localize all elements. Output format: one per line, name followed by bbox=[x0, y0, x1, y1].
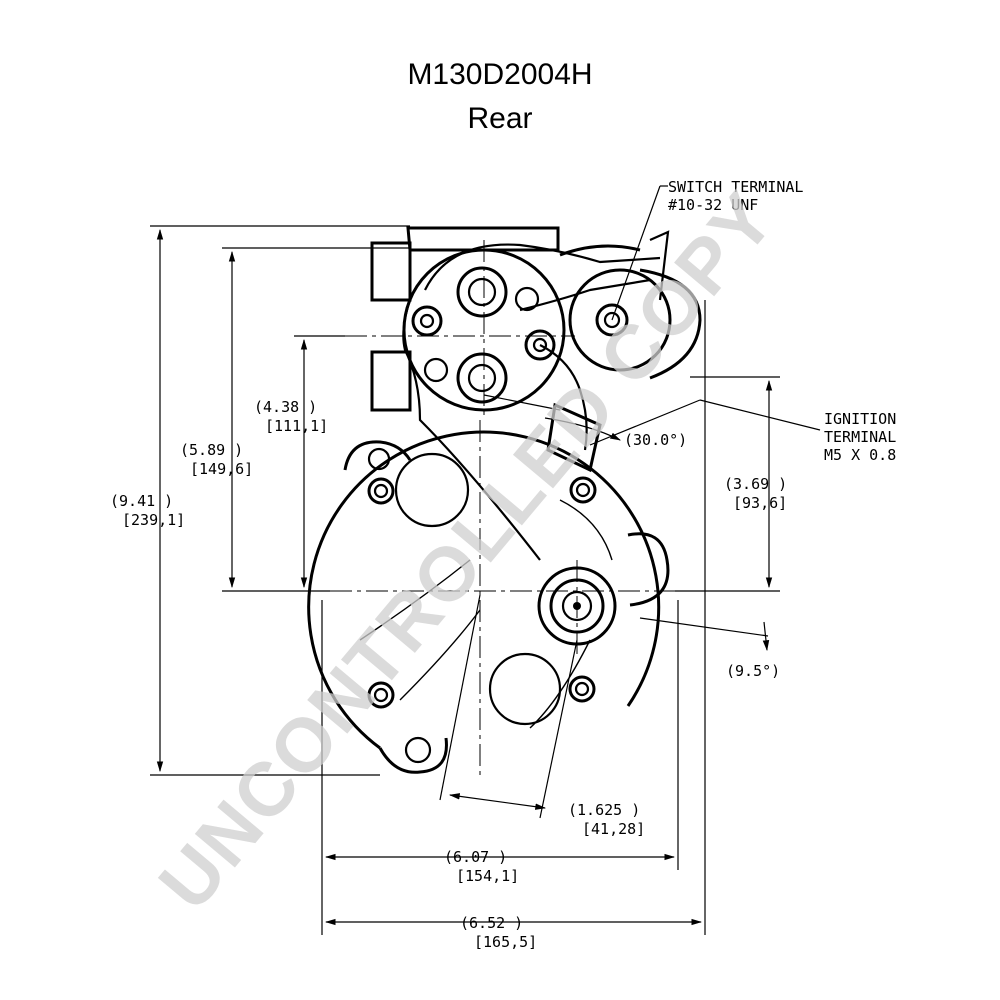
housing-bolt-4 bbox=[568, 675, 596, 703]
starter-housing bbox=[307, 430, 670, 774]
dim-369-mm: [93,6] bbox=[733, 494, 787, 512]
ignition-terminal-connector bbox=[546, 402, 602, 473]
switch-terminal-screw bbox=[595, 303, 629, 337]
solenoid-screw-left bbox=[411, 305, 443, 337]
dim-652-mm: [165,5] bbox=[474, 933, 537, 951]
solenoid-assembly bbox=[370, 226, 702, 561]
dim-angle-95: (9.5°) bbox=[726, 662, 780, 680]
center-lines bbox=[330, 240, 675, 780]
switch-terminal-label-1: SWITCH TERMINAL bbox=[668, 178, 803, 196]
dim-589-mm: [149,6] bbox=[190, 460, 253, 478]
housing-bolt-1 bbox=[367, 477, 395, 505]
dim-angle-30: (30.0°) bbox=[624, 431, 687, 449]
small-port-2 bbox=[423, 357, 449, 383]
small-port-1 bbox=[514, 286, 540, 312]
dim-589-in: (5.89 ) bbox=[180, 441, 243, 459]
dim-369-in: (3.69 ) bbox=[724, 475, 787, 493]
solenoid-stud-lower bbox=[456, 352, 508, 404]
ignition-terminal-label-1: IGNITION bbox=[824, 410, 896, 428]
upper-cavity bbox=[394, 452, 470, 528]
dim-607-mm: [154,1] bbox=[456, 867, 519, 885]
dim-1625-mm: [41,28] bbox=[582, 820, 645, 838]
drawing-view-name: Rear bbox=[467, 102, 533, 135]
dim-652-in: (6.52 ) bbox=[460, 914, 523, 932]
housing-bolt-2 bbox=[569, 476, 597, 504]
dim-607-in: (6.07 ) bbox=[444, 848, 507, 866]
upper-mount-hole bbox=[367, 447, 391, 471]
dim-438-in: (4.38 ) bbox=[254, 398, 317, 416]
ignition-terminal-label-3: M5 X 0.8 bbox=[824, 446, 896, 464]
dim-total-height-mm: [239,1] bbox=[122, 511, 185, 529]
dim-438-mm: [111,1] bbox=[265, 417, 328, 435]
switch-terminal-label-2: #10-32 UNF bbox=[668, 196, 758, 214]
lower-cavity bbox=[488, 652, 562, 726]
uncontrolled-copy-watermark: UNCONTROLLED COPY bbox=[143, 176, 792, 926]
drawing-model-number: M130D2004H bbox=[407, 58, 593, 91]
lower-mount-hole bbox=[404, 736, 432, 764]
solenoid-screw-right bbox=[524, 329, 556, 361]
dim-total-height-in: (9.41 ) bbox=[110, 492, 173, 510]
dim-1625-in: (1.625 ) bbox=[568, 801, 640, 819]
housing-bolt-3 bbox=[367, 681, 395, 709]
solenoid-stud-upper bbox=[456, 266, 508, 318]
ignition-terminal-label-2: TERMINAL bbox=[824, 428, 896, 446]
dimension-lines bbox=[150, 185, 821, 935]
